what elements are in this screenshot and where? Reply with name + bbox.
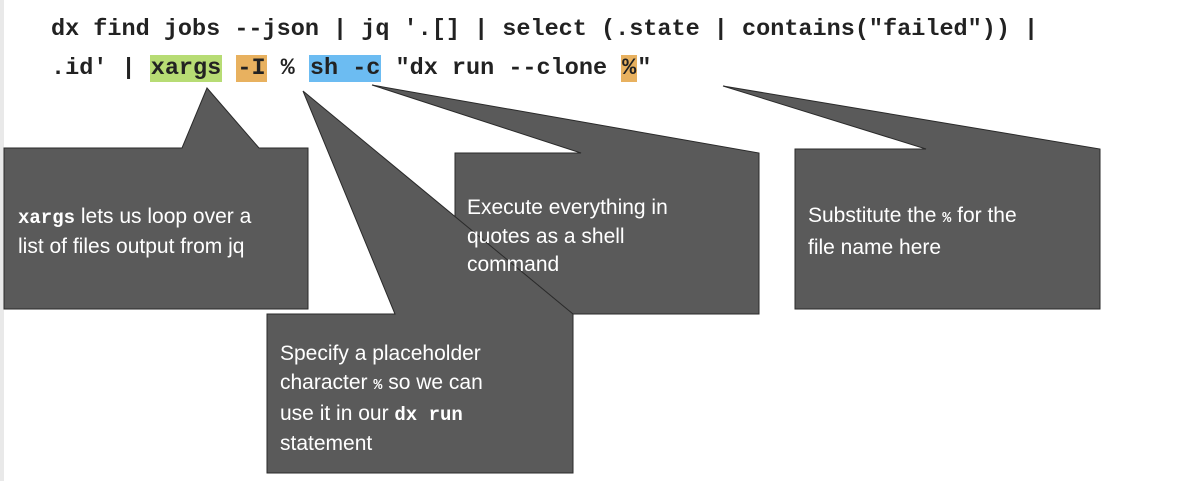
command-segment: " [637, 55, 652, 82]
xargs-highlight: xargs [149, 55, 223, 82]
shell-callout: Execute everything in quotes as a shell … [467, 196, 668, 276]
flag-I-highlight: -I [236, 55, 267, 82]
substitute-callout-shape [722, 85, 1101, 310]
command-line-1: dx find jobs --json | jq '.[] | select (… [51, 16, 1039, 43]
placeholder-callout-shape [266, 90, 574, 474]
dx-run-term: dx run [394, 404, 463, 426]
xargs-callout: xargs lets us loop over a list of files … [18, 205, 252, 258]
placeholder-callout: Specify a placeholder character % so we … [280, 342, 483, 455]
xargs-term: xargs [18, 207, 76, 229]
substitute-callout: Substitute the % for the file name here [808, 204, 1017, 259]
sh-c-highlight: sh -c [308, 55, 382, 82]
page-left-edge [0, 0, 4, 481]
placeholder-highlight: % [621, 55, 638, 82]
placeholder-char: % [280, 55, 295, 82]
xargs-callout-shape [3, 87, 309, 310]
command-segment: .id' | [51, 55, 150, 82]
placeholder-char: % [373, 376, 383, 394]
command-segment: "dx run --clone [381, 55, 622, 82]
placeholder-char: % [942, 210, 952, 227]
command-line-2: .id' | xargs -I % sh -c "dx run --clone … [51, 54, 651, 84]
